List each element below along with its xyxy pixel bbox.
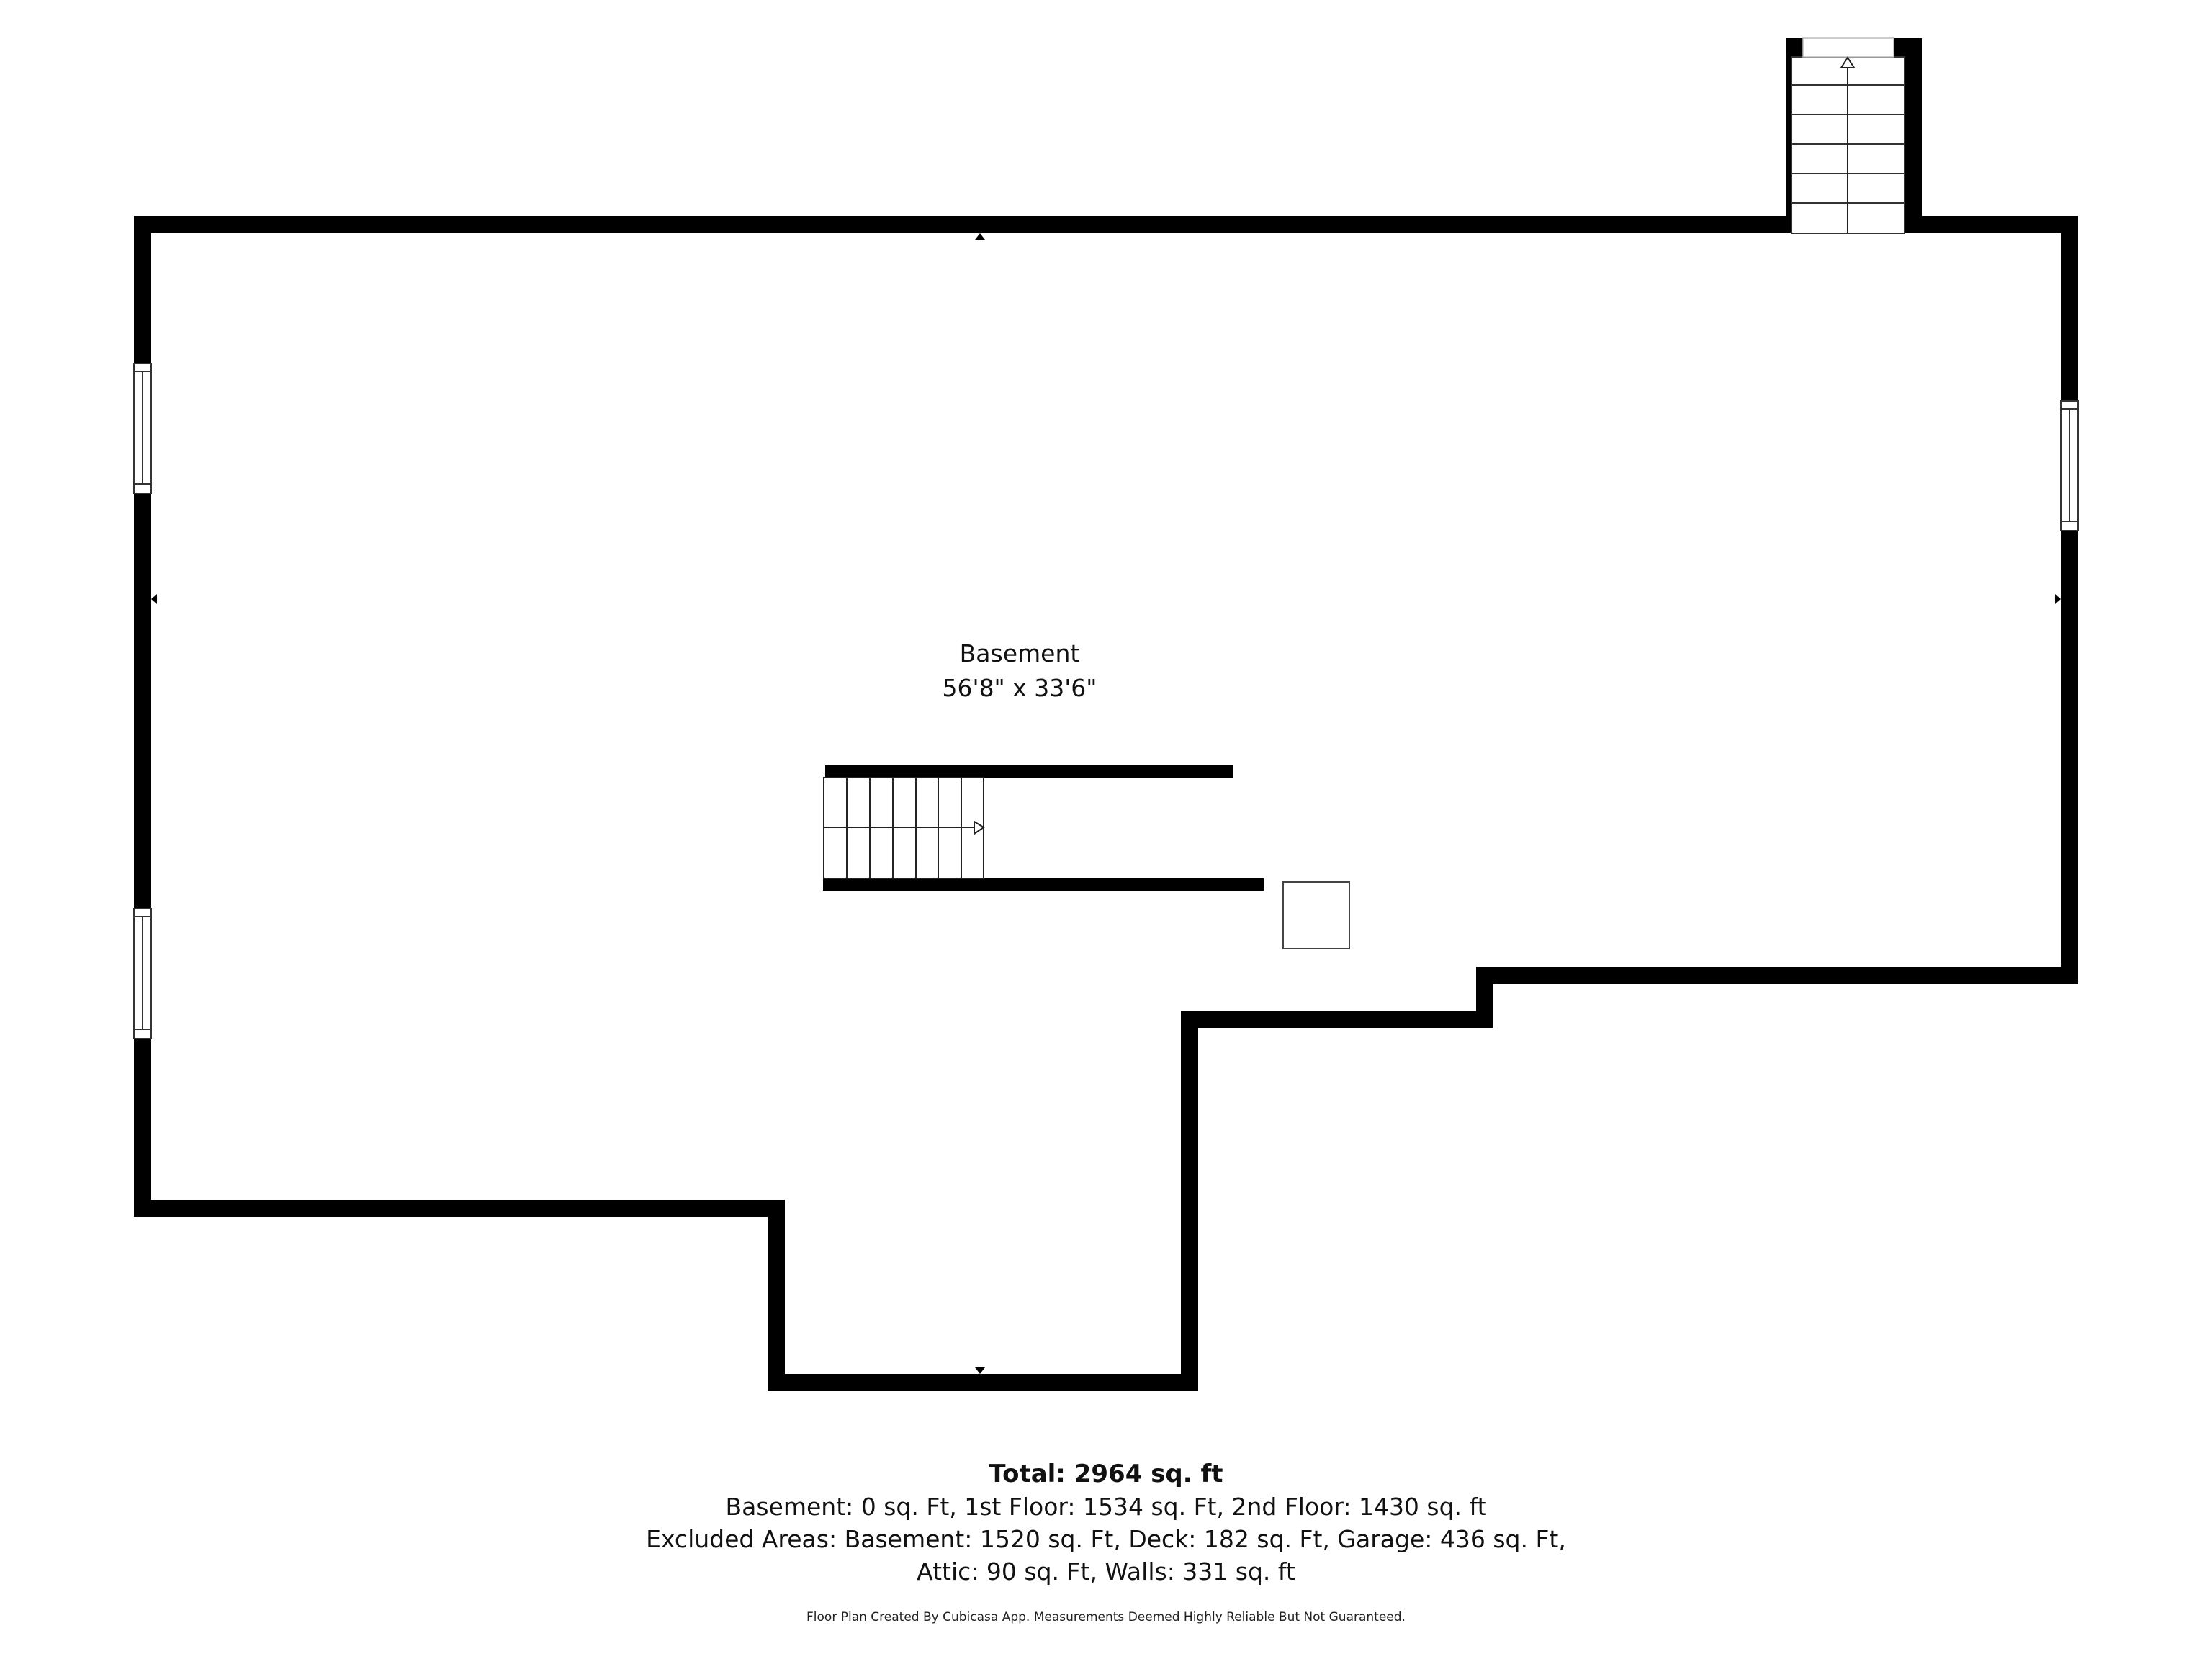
excluded-areas-line1: Excluded Areas: Basement: 1520 sq. Ft, D… [646,1525,1566,1553]
window-left-lower [133,908,152,1039]
area-summary: Total: 2964 sq. ft Basement: 0 sq. Ft, 1… [0,1457,2212,1588]
marker-right-icon [2055,594,2061,604]
room-label: Basement 56'8" x 33'6" [890,637,1149,706]
total-area: Total: 2964 sq. ft [989,1460,1223,1488]
excluded-areas-line2: Attic: 90 sq. Ft, Walls: 331 sq. ft [917,1557,1295,1586]
floor-areas: Basement: 0 sq. Ft, 1st Floor: 1534 sq. … [725,1493,1487,1521]
marker-top-icon [975,233,985,240]
window-left-upper [133,363,152,494]
marker-bottom-icon [975,1367,985,1374]
interior-stair [823,765,1264,891]
exterior-stair [1791,37,1905,234]
arrow-up-icon [1840,56,1856,68]
exterior-walls [134,38,2078,1391]
room-name: Basement [959,639,1080,667]
room-dimensions: 56'8" x 33'6" [942,674,1097,702]
window-right [2060,400,2079,531]
square-post [1282,881,1350,949]
marker-left-icon [151,594,157,604]
arrow-right-icon [974,820,985,835]
disclaimer: Floor Plan Created By Cubicasa App. Meas… [806,1610,1406,1624]
